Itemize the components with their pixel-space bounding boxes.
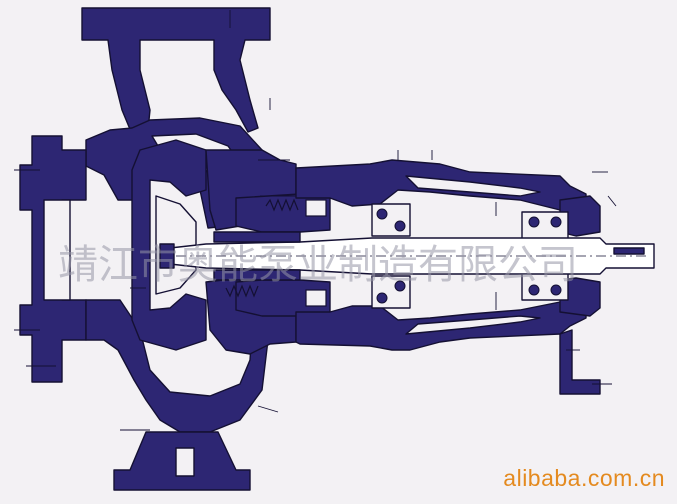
bearing-inboard-upper (371, 203, 411, 237)
seal-spring-lower (225, 284, 259, 298)
bearing-ball (394, 280, 406, 292)
shaft-sleeve-lower (213, 269, 301, 281)
bearing-end-cover-lower (559, 277, 601, 317)
gland-plate (305, 199, 327, 217)
impeller-nut (159, 243, 175, 269)
seal-spring-upper (265, 198, 299, 212)
shaft-keyway (613, 247, 645, 255)
bearing-bracket-rib-lower (405, 315, 541, 335)
foot-slot (175, 447, 195, 477)
suction-inlet (43, 199, 71, 301)
bearing-outboard-lower (521, 271, 569, 301)
leader-line (607, 195, 617, 207)
impeller-vane (155, 195, 197, 295)
discharge-flange (81, 7, 271, 135)
bearing-ball (376, 292, 388, 304)
bearing-ball (394, 220, 406, 232)
gland-plate-lower (305, 289, 327, 307)
bearing-ball (376, 208, 388, 220)
impeller (131, 139, 207, 351)
bearing-ball (550, 216, 562, 228)
bearing-ball (528, 284, 540, 296)
bearing-ball (550, 284, 562, 296)
bearing-ball (528, 216, 540, 228)
bearing-inboard-lower (371, 275, 411, 309)
bracket-foot (559, 329, 601, 395)
bearing-outboard-upper (521, 211, 569, 241)
site-label: alibaba.com.cn (503, 465, 665, 491)
bearing-bracket-rib-upper (405, 175, 541, 197)
leader-line (257, 405, 279, 413)
shaft-sleeve (213, 231, 301, 243)
